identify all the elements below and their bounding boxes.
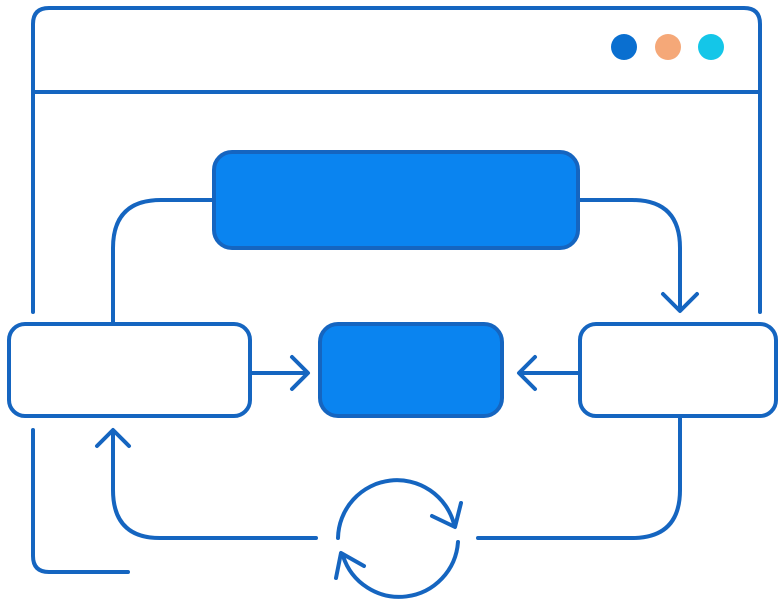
connector-right-to-cycle [476,415,682,540]
nodes [7,150,778,418]
window-dot-cyan[interactable] [698,34,724,60]
refresh-icon [334,478,463,599]
window-dot-orange[interactable] [655,34,681,60]
arrowhead-left-icon [517,355,537,391]
connector-left-to-top [111,198,216,326]
refresh-arrowhead-lower [334,551,366,580]
top-block[interactable] [212,150,580,250]
refresh-arc-lower [341,540,460,599]
arrowhead-up-icon [95,428,131,448]
connector-top-to-right [576,198,682,310]
window-border-bottom-left [31,428,130,574]
connector-cycle-to-left [111,431,318,540]
refresh-arrowhead-upper [430,501,463,529]
right-block[interactable] [578,322,778,418]
arrowhead-right-icon [290,355,310,391]
window-border [31,6,762,314]
refresh-arc-upper [336,478,456,540]
arrowhead-down-icon [661,292,699,313]
center-block[interactable] [318,322,504,418]
left-block[interactable] [7,322,252,418]
connectors [95,198,699,540]
window-frame [31,6,762,574]
window-dot-blue[interactable] [611,34,637,60]
